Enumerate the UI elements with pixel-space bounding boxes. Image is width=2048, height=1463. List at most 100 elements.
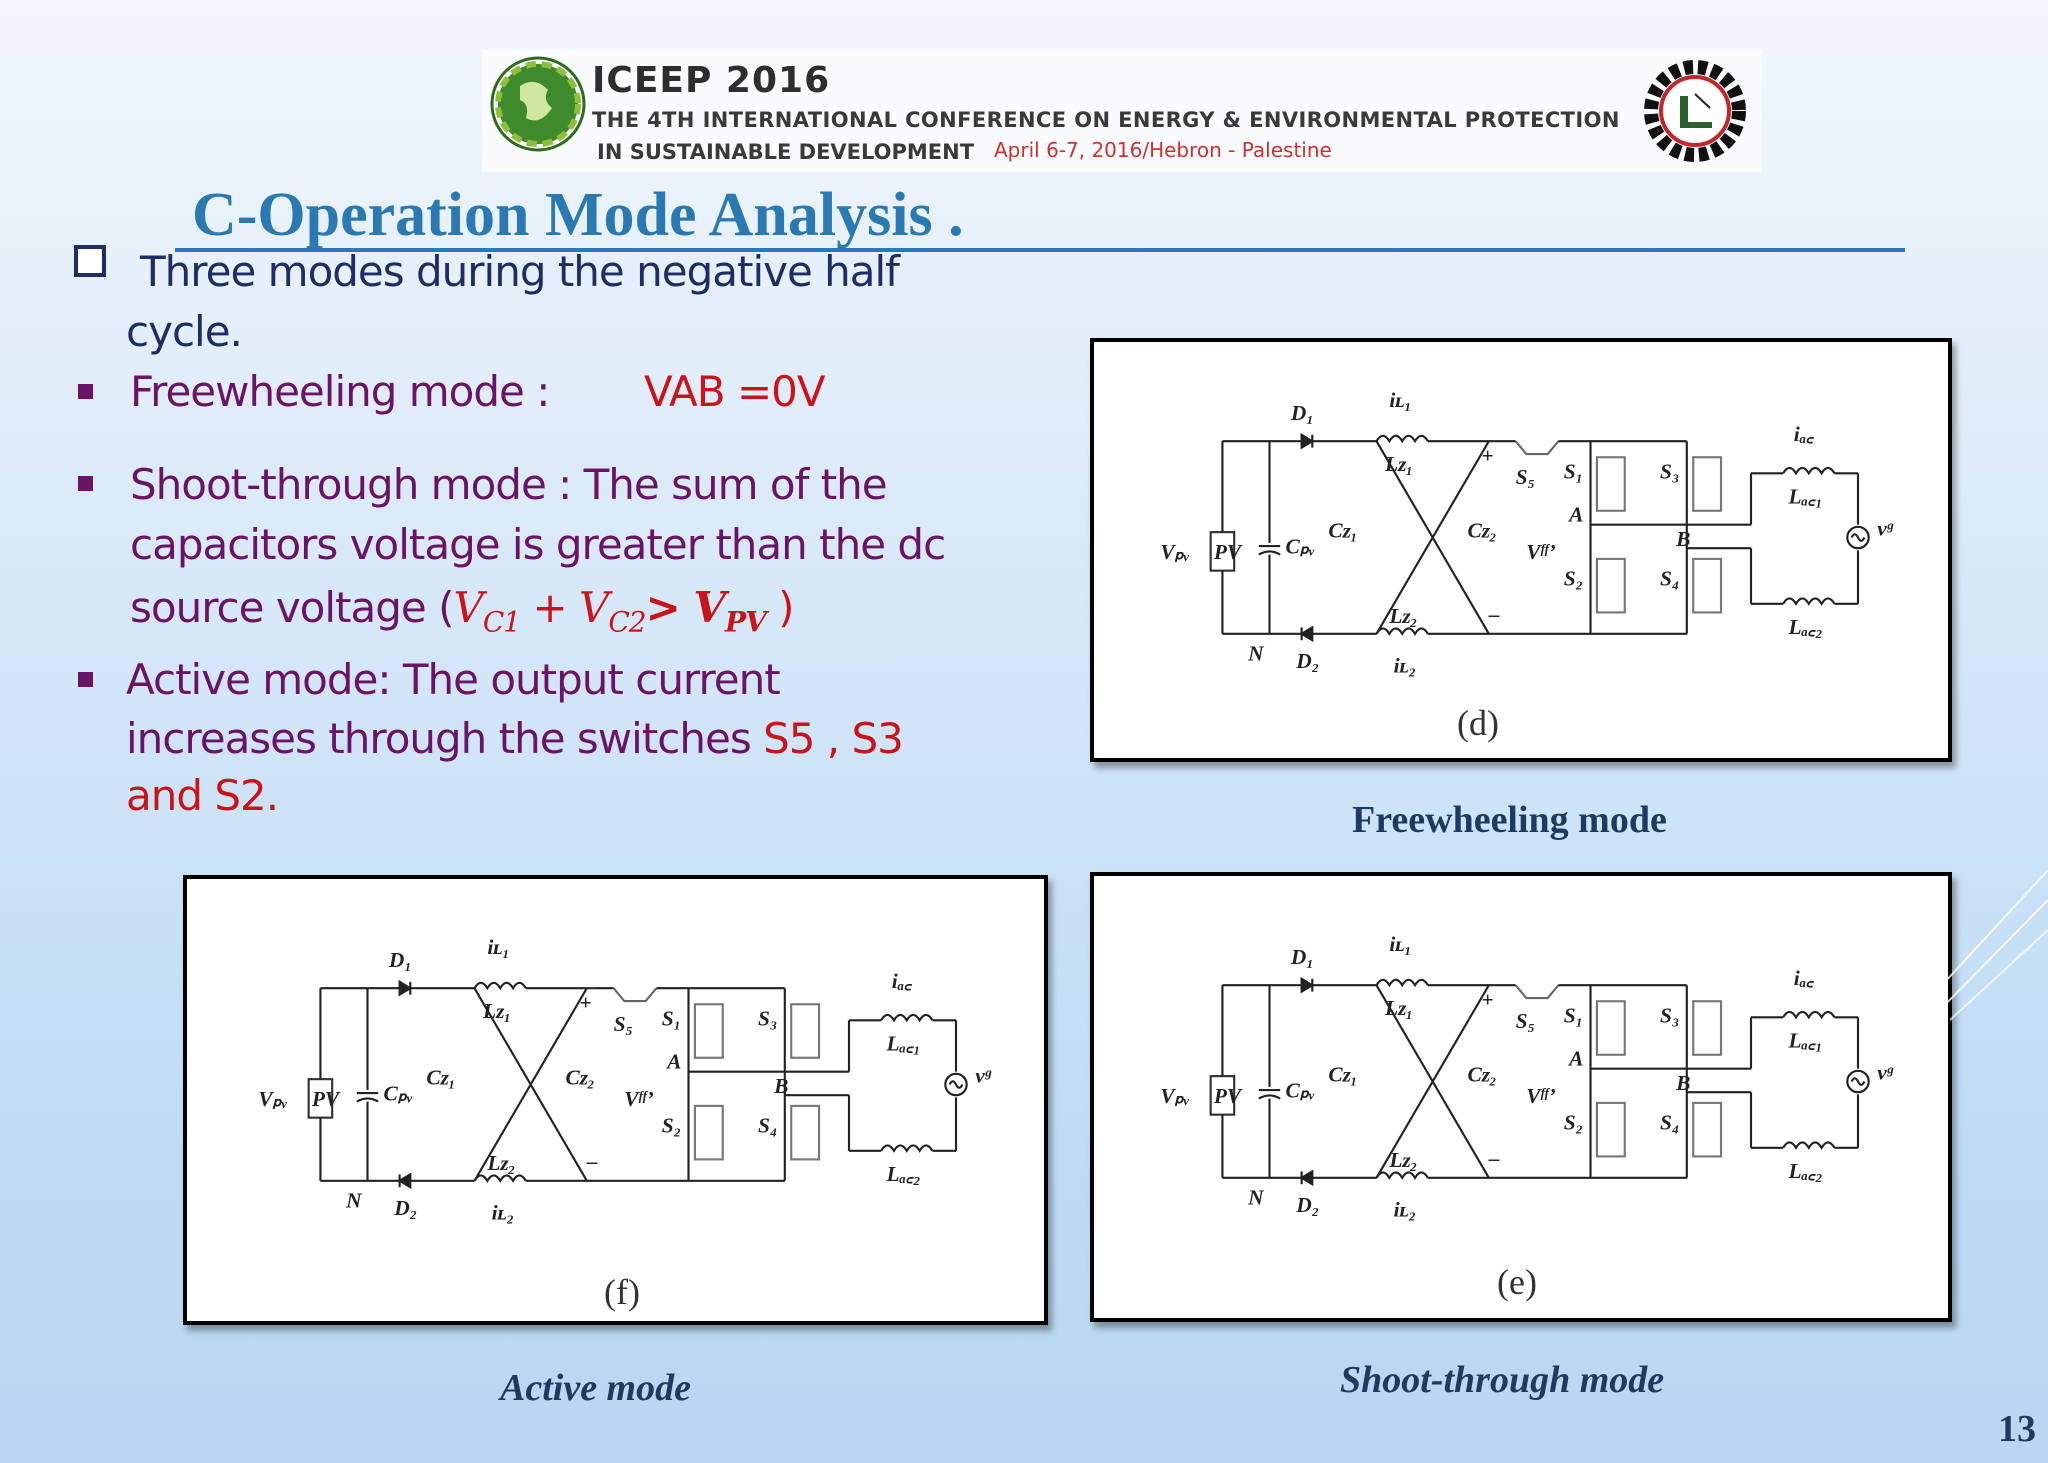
circuit-label-b: B [1675,527,1690,551]
banner-title: ICEEP 2016 [592,60,831,101]
circuit-label-plus: + [1481,444,1493,468]
figure-d-tag: (d) [1457,703,1499,743]
circuit-label-plus: + [1481,988,1493,1012]
circuit-label-vg: vᵍ [975,1063,991,1087]
circuit-label-d1: D₁ [1290,401,1314,425]
circuit-label-il2: iʟ₂ [1394,1197,1416,1221]
circuit-label-lz1: Lᴢ₁ [482,999,511,1023]
active-line-2-text: increases through the switches [126,714,764,763]
banner-subtitle-line1: THE 4TH INTERNATIONAL CONFERENCE ON ENER… [592,108,1620,132]
circuit-label-lz2: Lᴢ₂ [486,1151,515,1175]
circuit-label-vg: vᵍ [1877,516,1893,540]
figure-f-tag: (f) [604,1272,640,1312]
circuit-label-s3: S₃ [1660,460,1679,484]
banner-date: April 6-7, 2016/Hebron - Palestine [994,138,1332,162]
active-line-1: Active mode: The output current [126,655,781,704]
figure-e-caption: Shoot-through mode [1340,1359,1665,1401]
circuit-label-s1: S₁ [1564,460,1583,484]
circuit-label-cpv: Cₚᵥ [1286,535,1315,559]
circuit-label-plus: + [579,991,591,1015]
circuit-label-il2: iʟ₂ [1394,653,1416,677]
circuit-label-pv: PV [1213,540,1243,564]
vc1-symbol: VC1 [453,583,522,639]
bullet-icon [78,476,93,491]
circuit-label-vff: Vᶠᶠ’ [1526,1084,1555,1108]
vpv-symbol: VPV [693,583,766,639]
slide-title: C-Operation Mode Analysis . [192,181,964,249]
circuit-label-lac1: Lₐ꜀₁ [885,1031,920,1055]
circuit-label-il2: iʟ₂ [492,1200,514,1224]
circuit-label-s5: S₅ [1516,465,1535,489]
circuit-label-a: A [1567,502,1583,526]
close-paren: ) [765,583,794,632]
conference-banner: ICEEP 2016 THE 4TH INTERNATIONAL CONFERE… [482,50,1762,172]
circuit-label-vpv: Vₚᵥ [1160,1084,1189,1108]
globe-logo-icon [490,56,586,152]
circuit-label-lac1: Lₐ꜀₁ [1787,1028,1822,1052]
circuit-label-iac: iₐ꜀ [1794,422,1814,446]
circuit-label-s1: S₁ [1564,1004,1583,1028]
circuit-label-il1: iʟ₁ [487,935,509,959]
title-underline [175,248,1905,252]
figure-d-caption: Freewheeling mode [1352,799,1667,841]
circuit-label-lz1: Lᴢ₁ [1384,452,1413,476]
circuit-label-b: B [773,1074,788,1098]
circuit-label-minus: – [1488,602,1500,626]
circuit-label-b: B [1675,1071,1690,1095]
circuit-label-d1: D₁ [1290,945,1314,969]
circuit-label-s2: S₂ [1564,1111,1583,1135]
circuit-label-vg: vᵍ [1877,1060,1893,1084]
circuit-label-cz1: Cᴢ₁ [1328,519,1357,543]
circuit-label-minus: – [586,1149,598,1173]
bullet-icon [78,672,93,687]
circuit-label-d1: D₁ [388,948,412,972]
circuit-label-s2: S₂ [1564,567,1583,591]
circuit-label-d2: D₂ [393,1196,417,1220]
circuit-label-cz2: Cᴢ₂ [1467,1063,1496,1087]
checkbox-bullet-icon [74,245,106,277]
circuit-label-a: A [1567,1046,1583,1070]
circuit-label-s3: S₃ [758,1007,777,1031]
plus-sign: + [520,583,579,632]
circuit-label-s2: S₂ [662,1114,681,1138]
banner-subtitle-line2: IN SUSTAINABLE DEVELOPMENT [597,140,975,164]
circuit-label-lz2: Lᴢ₂ [1388,1148,1417,1172]
circuit-label-n: N [1247,1186,1265,1210]
circuit-label-s3: S₃ [1660,1004,1679,1028]
shoot-line-3: source voltage (VC1 + VC2> VPV ) [130,578,795,652]
freewheeling-label: Freewheeling mode : [130,367,550,416]
circuit-label-a: A [665,1049,681,1073]
vc2-symbol: VC2 [579,583,647,639]
circuit-label-d2: D₂ [1295,649,1319,673]
intro-line-1: Three modes during the negative half [140,247,900,296]
circuit-label-vpv: Vₚᵥ [1160,540,1189,564]
circuit-label-cz2: Cᴢ₂ [565,1066,594,1090]
circuit-label-n: N [345,1189,363,1213]
circuit-label-lz2: Lᴢ₂ [1388,604,1417,628]
active-line-2: increases through the switches S5 , S3 [126,709,904,769]
circuit-label-cpv: Cₚᵥ [1286,1079,1315,1103]
circuit-label-s5: S₅ [614,1012,633,1036]
university-gear-logo-icon [1644,60,1746,162]
circuit-label-lac2: Lₐ꜀₂ [1787,1159,1822,1183]
circuit-label-cz2: Cᴢ₂ [1467,519,1496,543]
circuit-label-s1: S₁ [662,1007,681,1031]
circuit-label-cpv: Cₚᵥ [384,1082,413,1106]
active-line-3: and S2. [126,771,279,820]
circuit-label-cz1: Cᴢ₁ [426,1066,455,1090]
circuit-label-cz1: Cᴢ₁ [1328,1063,1357,1087]
shoot-line-3-text: source voltage ( [130,583,454,632]
circuit-label-vff: Vᶠᶠ’ [624,1087,653,1111]
circuit-label-s4: S₄ [1660,1111,1679,1135]
intro-line-2: cycle. [126,307,243,356]
circuit-label-il1: iʟ₁ [1389,388,1411,412]
figure-e-tag: (e) [1497,1262,1537,1302]
circuit-label-d2: D₂ [1295,1193,1319,1217]
decorative-diagonal-lines [1909,869,2048,1021]
circuit-label-vpv: Vₚᵥ [258,1087,287,1111]
circuit-label-iac: iₐ꜀ [892,969,912,993]
